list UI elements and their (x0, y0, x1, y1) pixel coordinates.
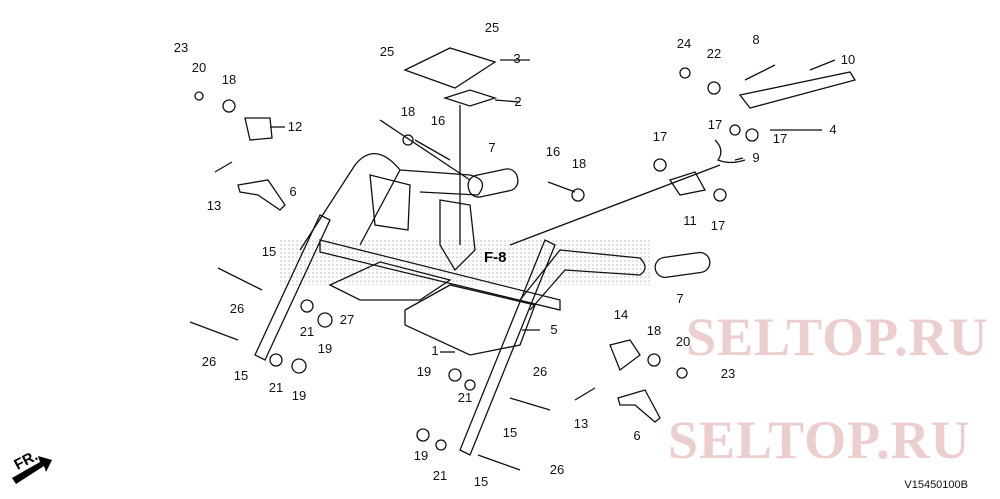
callout-19[interactable]: 19 (292, 388, 306, 403)
callout-20[interactable]: 20 (192, 60, 206, 75)
callout-15[interactable]: 15 (234, 368, 248, 383)
drawing-code: V15450100B (904, 479, 968, 491)
callout-26[interactable]: 26 (230, 301, 244, 316)
callout-21[interactable]: 21 (269, 380, 283, 395)
callout-18[interactable]: 18 (572, 156, 586, 171)
callout-21[interactable]: 21 (300, 324, 314, 339)
callout-26[interactable]: 26 (533, 364, 547, 379)
callout-17[interactable]: 17 (711, 218, 725, 233)
callout-13[interactable]: 13 (207, 198, 221, 213)
callout-25[interactable]: 25 (380, 44, 394, 59)
callout-14[interactable]: 14 (614, 307, 628, 322)
callout-6[interactable]: 6 (289, 184, 296, 199)
callout-13[interactable]: 13 (574, 416, 588, 431)
front-arrow-icon (12, 456, 52, 484)
callout-23[interactable]: 23 (174, 40, 188, 55)
callout-2[interactable]: 2 (514, 94, 521, 109)
callout-7[interactable]: 7 (676, 291, 683, 306)
callout-11[interactable]: 11 (683, 213, 697, 228)
callout-4[interactable]: 4 (829, 122, 836, 137)
callout-19[interactable]: 19 (417, 364, 431, 379)
callout-3[interactable]: 3 (513, 51, 520, 66)
callout-19[interactable]: 19 (414, 448, 428, 463)
callout-15[interactable]: 15 (474, 474, 488, 489)
reference-f8[interactable]: F-8 (484, 249, 507, 266)
callout-16[interactable]: 16 (546, 144, 560, 159)
callout-20[interactable]: 20 (676, 334, 690, 349)
callout-27[interactable]: 27 (340, 312, 354, 327)
callout-17[interactable]: 17 (653, 129, 667, 144)
callout-23[interactable]: 23 (721, 366, 735, 381)
callout-21[interactable]: 21 (458, 390, 472, 405)
watermark-bottom: SELTOP.RU (668, 410, 971, 470)
callout-17[interactable]: 17 (708, 117, 722, 132)
callout-8[interactable]: 8 (752, 32, 759, 47)
callout-19[interactable]: 19 (318, 341, 332, 356)
callout-16[interactable]: 16 (431, 113, 445, 128)
callout-5[interactable]: 5 (550, 322, 557, 337)
callout-26[interactable]: 26 (202, 354, 216, 369)
callout-7[interactable]: 7 (488, 140, 495, 155)
callout-15[interactable]: 15 (262, 244, 276, 259)
callout-24[interactable]: 24 (677, 36, 691, 51)
callout-18[interactable]: 18 (401, 104, 415, 119)
shaded-band (280, 240, 650, 285)
callout-18[interactable]: 18 (647, 323, 661, 338)
callout-12[interactable]: 12 (288, 119, 302, 134)
callout-1[interactable]: 1 (431, 343, 438, 358)
callout-10[interactable]: 10 (841, 52, 855, 67)
callout-6[interactable]: 6 (633, 428, 640, 443)
callout-15[interactable]: 15 (503, 425, 517, 440)
callout-21[interactable]: 21 (433, 468, 447, 483)
callout-18[interactable]: 18 (222, 72, 236, 87)
callout-17[interactable]: 17 (773, 131, 787, 146)
watermark-top: SELTOP.RU (686, 307, 989, 367)
frame-lines (189, 47, 857, 471)
callout-9[interactable]: 9 (752, 150, 759, 165)
callout-22[interactable]: 22 (707, 46, 721, 61)
callout-26[interactable]: 26 (550, 462, 564, 477)
callout-25[interactable]: 25 (485, 20, 499, 35)
